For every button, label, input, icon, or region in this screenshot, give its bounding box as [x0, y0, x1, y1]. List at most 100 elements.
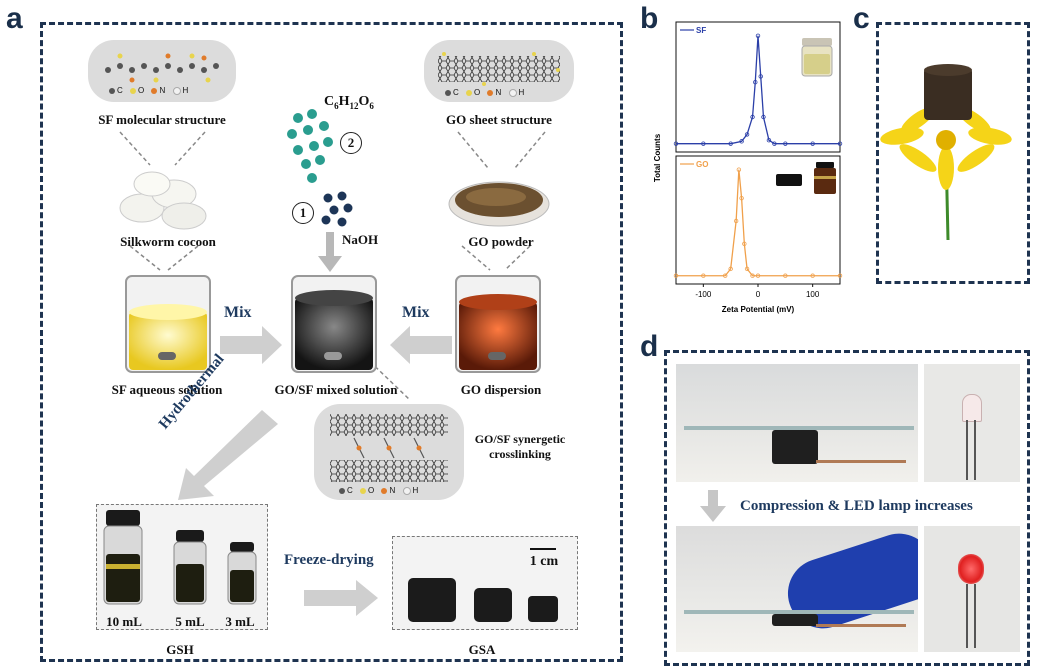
data-point-sf [772, 141, 777, 146]
cl-legend-c: C [347, 486, 353, 495]
series-line-sf [676, 35, 840, 145]
step-1-circle: 1 [292, 202, 314, 224]
mixed-beaker [291, 275, 377, 373]
data-point-go [783, 273, 788, 278]
crosslink-pill [314, 404, 464, 500]
go-legend-o-dot [466, 89, 473, 96]
go-legend: C O N H [440, 88, 524, 97]
gsh-vials [103, 510, 257, 605]
panel-d-frame [664, 350, 1030, 666]
panel-a-frame [40, 22, 623, 662]
volume-3ml: 3 mL [225, 614, 255, 629]
naoh-molecules [321, 191, 353, 227]
cl-legend-o-dot [360, 487, 367, 494]
legend-h-dot [172, 86, 181, 95]
sf-legend: C O N H [104, 86, 188, 95]
data-point-go [837, 273, 843, 278]
volume-10ml: 10 mL [106, 614, 142, 629]
go-dispersion-label: GO dispersion [460, 382, 542, 397]
data-point-go [673, 273, 679, 278]
compression-caption: Compression & LED lamp increases [740, 498, 973, 514]
data-point-sf [744, 132, 750, 137]
sf-beaker [125, 275, 211, 373]
go-legend-o: O [474, 88, 481, 97]
plot-frame-0 [675, 21, 841, 153]
sf-structure-label: SF molecular structure [98, 112, 226, 127]
panel-label-d: d [640, 330, 659, 363]
legend-label-sf: SF [696, 26, 706, 35]
data-point-go [750, 273, 755, 278]
data-point-go [733, 218, 739, 224]
flower-photo [880, 64, 1012, 241]
sf-vial-inset [801, 38, 833, 77]
data-point-go [810, 273, 815, 278]
go-powder-label: GO powder [468, 234, 534, 249]
crosslink-drawing [330, 414, 448, 482]
gsh-label: GSH [166, 642, 194, 657]
data-point-go [744, 266, 750, 272]
sf-solution-label: SF aqueous solution [111, 382, 223, 397]
cl-legend-h: H [412, 486, 419, 495]
panel-c-frame [876, 22, 1030, 284]
go-legend-n-dot [487, 89, 494, 96]
data-point-sf [728, 141, 733, 146]
silkworm-label: Silkworm cocoon [120, 234, 216, 249]
data-point-go [701, 273, 706, 278]
silkworm-cocoon-image [119, 171, 207, 230]
crosslinking-label: GO/SF synergetic crosslinking [474, 432, 566, 461]
x-axis-label: Zeta Potential (mV) [722, 305, 795, 314]
data-point-sf [837, 141, 843, 146]
data-point-go [722, 273, 728, 278]
panel-label-c: c [853, 2, 870, 35]
data-point-go [739, 195, 744, 201]
panel-label-b: b [640, 2, 659, 35]
go-legend-h-dot [508, 88, 517, 97]
freeze-drying-label: Freeze-drying [284, 552, 374, 568]
data-point-sf [753, 79, 758, 85]
data-point-sf [783, 141, 788, 146]
go-structure-label: GO sheet structure [446, 112, 552, 127]
gsa-label: GSA [468, 642, 496, 657]
cl-legend-o: O [368, 486, 375, 495]
series-line-go [676, 169, 840, 277]
data-point-sf [750, 114, 755, 120]
data-point-sf [761, 114, 766, 120]
go-legend-c: C [453, 88, 459, 97]
cl-legend-n-dot [381, 487, 388, 494]
compression-before-photo [676, 364, 918, 482]
compression-after-photo [676, 526, 918, 652]
data-point-go [755, 273, 761, 278]
legend-o-dot [130, 87, 137, 94]
data-point-sf [739, 139, 744, 144]
legend-c: C [117, 86, 123, 95]
panel-label-a: a [6, 2, 23, 35]
step-2-circle: 2 [340, 132, 362, 154]
led-off-photo [924, 364, 1020, 482]
cl-legend-c-dot [339, 487, 345, 494]
mix-left-label: Mix [224, 304, 252, 321]
data-point-sf [810, 141, 815, 146]
x-tick-label: 0 [756, 290, 761, 299]
scale-bar-label: 1 cm [529, 554, 559, 569]
legend-o: O [138, 86, 145, 95]
led-on-photo [924, 526, 1020, 652]
y-axis-label: Total Counts [653, 133, 662, 182]
volume-5ml: 5 mL [175, 614, 205, 629]
data-point-sf [701, 141, 706, 146]
sf-molecule-drawing [105, 53, 219, 83]
data-point-go [736, 167, 742, 172]
cl-legend-h-dot [402, 486, 411, 495]
glucose-formula: C6H12O6 [324, 94, 374, 111]
x-tick-label: 100 [806, 290, 820, 299]
mix-right-label: Mix [402, 304, 430, 321]
cl-legend-n: N [389, 486, 396, 495]
go-legend-c-dot [445, 89, 451, 96]
go-sheet-drawing [438, 52, 560, 86]
data-point-go [742, 241, 747, 246]
naoh-label: NaOH [342, 232, 379, 247]
data-point-sf [766, 137, 772, 143]
glucose-molecules [287, 109, 333, 183]
go-beaker [455, 275, 541, 373]
data-point-go [728, 266, 733, 272]
